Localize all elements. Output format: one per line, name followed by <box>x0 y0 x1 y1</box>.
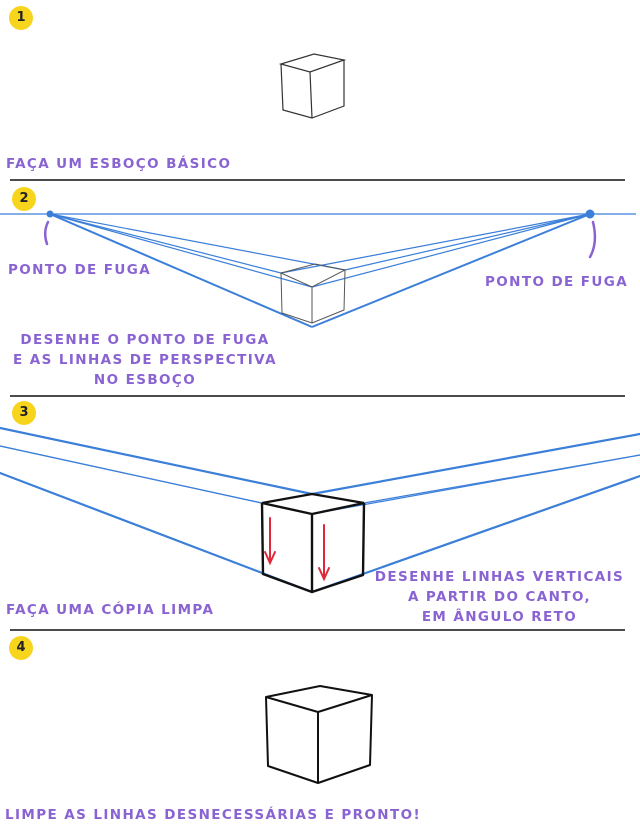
left-vanishing-point <box>46 210 54 218</box>
left-vp-label: PONTO DE FUGA <box>8 262 152 278</box>
step4-final-cube <box>265 685 373 784</box>
step-4-caption: LIMPE AS LINHAS DESNECESSÁRIAS E PRONTO! <box>5 807 422 823</box>
step3-cube <box>260 492 366 594</box>
step-2-badge: 2 <box>12 187 36 211</box>
step-3-vertical-note: DESENHE LINHAS VERTICAIS A PARTIR DO CAN… <box>374 569 625 625</box>
right-vanishing-point <box>585 209 595 219</box>
step-1-caption: FAÇA UM ESBOÇO BÁSICO <box>6 156 232 172</box>
step-2-caption: DESENHE O PONTO DE FUGA E AS LINHAS DE P… <box>13 332 277 388</box>
right-vp-pointer <box>588 220 597 259</box>
step-3-badge: 3 <box>12 401 36 425</box>
step-1-badge: 1 <box>9 6 33 30</box>
step-4-badge: 4 <box>9 636 33 660</box>
step3-clean-copy <box>0 426 640 594</box>
step2-perspective <box>0 209 636 328</box>
vertical-arrows <box>264 517 330 582</box>
right-vp-label: PONTO DE FUGA <box>485 274 629 290</box>
step-3-caption: FAÇA UMA CÓPIA LIMPA <box>6 602 215 618</box>
step1-sketch-cube <box>278 53 347 119</box>
left-vp-pointer <box>44 220 50 246</box>
